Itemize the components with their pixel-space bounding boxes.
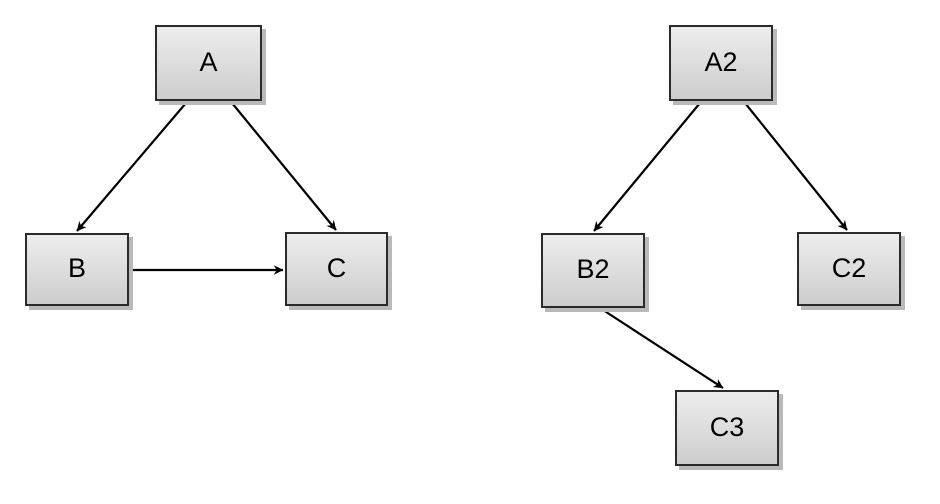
edges-group	[76, 102, 848, 389]
node-label: C	[326, 252, 347, 283]
node-label: B2	[576, 254, 610, 284]
node-label: C3	[709, 411, 745, 442]
node-a2[interactable]: A2	[669, 25, 773, 101]
node-b2[interactable]: B2	[541, 233, 645, 308]
edge-a-to-c	[231, 102, 337, 231]
node-c[interactable]: C	[285, 232, 388, 306]
node-a[interactable]: A	[155, 25, 262, 101]
node-label: C2	[831, 252, 867, 283]
node-label: A	[199, 46, 218, 77]
edge-b2-to-c3	[599, 307, 724, 389]
edge-a2-to-b2	[593, 102, 701, 232]
node-label: A2	[704, 46, 738, 77]
node-label: B	[67, 253, 86, 283]
edge-a2-to-c2	[744, 102, 848, 231]
node-c3[interactable]: C3	[675, 390, 779, 466]
node-c2[interactable]: C2	[797, 232, 901, 306]
edge-a-to-b	[76, 102, 187, 232]
node-b[interactable]: B	[25, 233, 129, 306]
